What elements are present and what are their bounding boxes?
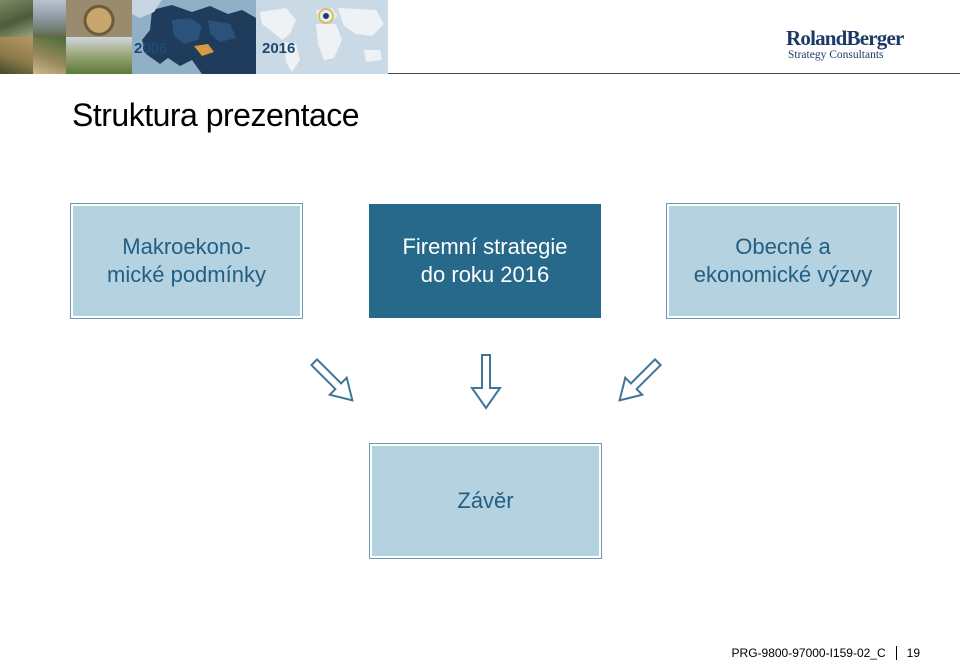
castle-photo — [0, 0, 33, 37]
year-start-label: 2006 — [134, 40, 168, 57]
year-end-label: 2016 — [262, 40, 296, 57]
logo-tagline: Strategy Consultants — [788, 49, 884, 61]
header-divider — [388, 73, 960, 74]
page-title: Struktura prezentace — [72, 97, 360, 133]
box-macroeconomic-conditions: Makroekono- mické podmínky — [70, 203, 303, 319]
box-corporate-strategy: Firemní strategie do roku 2016 — [369, 204, 601, 318]
header-banner: 2006 2016 — [0, 0, 388, 74]
box-conclusion: Závěr — [369, 443, 602, 559]
garden-photo — [66, 37, 132, 74]
logo-wordmark: RolandBerger — [786, 26, 904, 50]
box-label: Makroekono- mické podmínky — [107, 234, 266, 287]
box-label: Závěr — [457, 488, 514, 513]
arrow-down-left-icon — [618, 357, 663, 402]
world-map-image — [256, 0, 388, 74]
box-label: Obecné a ekonomické výzvy — [693, 234, 873, 287]
city-photo — [33, 0, 66, 37]
document-code: PRG-9800-97000-I159-02_C — [731, 646, 886, 660]
street-photo — [33, 37, 66, 74]
box-label: Firemní strategie do roku 2016 — [402, 234, 568, 287]
europe-map-image — [132, 0, 256, 74]
company-logo: RolandBerger Strategy Consultants — [786, 27, 906, 61]
arrow-down-right-icon — [309, 357, 354, 402]
town-photo — [0, 37, 33, 74]
footer: PRG-9800-97000-I159-02_C 19 — [732, 646, 920, 660]
arrow-down-icon — [470, 354, 502, 410]
footer-separator — [895, 646, 897, 660]
box-general-challenges: Obecné a ekonomické výzvy — [666, 203, 900, 319]
page-number: 19 — [906, 646, 920, 660]
astronomical-clock-photo — [66, 0, 132, 37]
